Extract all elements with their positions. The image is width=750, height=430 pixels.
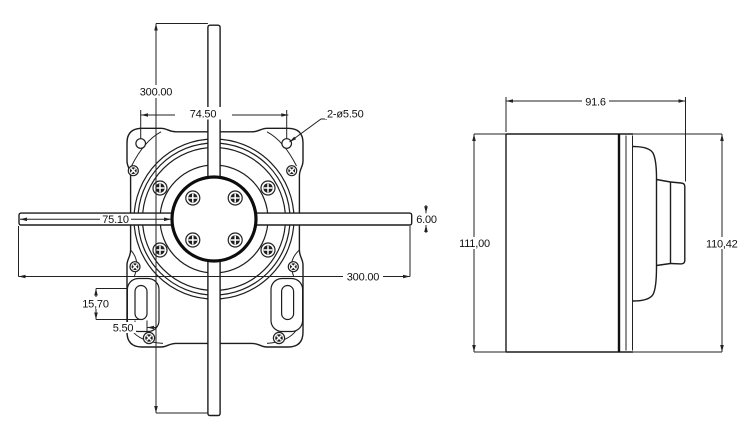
dim-left-height: 111,00 (459, 238, 490, 250)
corner-screws (127, 165, 299, 345)
front-view: 300.00 74.50 2-ø5.50 75.10 6.00 300.00 1… (18, 23, 440, 417)
front-dimension-labels: 300.00 74.50 2-ø5.50 75.10 6.00 300.00 1… (79, 85, 440, 335)
dim-slot-width: 5.50 (113, 323, 134, 335)
side-dimension-labels: 91.6 111,00 110,42 (458, 95, 740, 250)
flange-hole-left (135, 138, 147, 149)
flange-hole-right (281, 138, 293, 149)
dim-right-height: 110,42 (706, 238, 738, 250)
mount-slot-right (281, 284, 295, 321)
dim-slot-length: 15,70 (82, 299, 109, 311)
mount-slot-left (134, 284, 148, 321)
dim-wire-diameter: 6.00 (416, 214, 437, 226)
flange-outline (126, 127, 304, 348)
dim-body-length: 91.6 (585, 97, 606, 109)
hub-circle (170, 175, 258, 263)
dim-hole-spacing: 74.50 (190, 109, 217, 121)
endbell-profile (632, 145, 686, 302)
dim-wire-span-length: 300.00 (347, 272, 380, 284)
side-dimensions (472, 97, 724, 352)
dim-wire-left-length: 75.10 (102, 214, 129, 226)
side-view: 91.6 111,00 110,42 (458, 95, 740, 353)
motor-body-side (505, 133, 633, 353)
hub-screws (185, 190, 243, 248)
dim-holes-callout: 2-ø5.50 (327, 109, 364, 121)
dim-wire-top-length: 300.00 (140, 87, 173, 99)
